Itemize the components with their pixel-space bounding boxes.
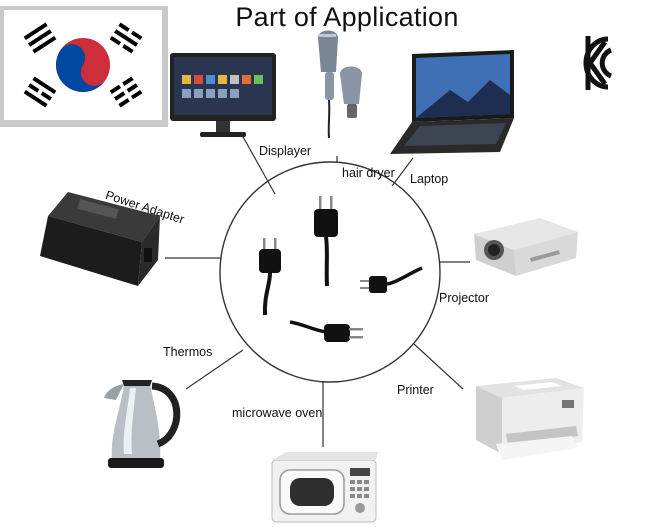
kettle-icon	[104, 380, 181, 468]
label-microwave-oven: microwave oven	[232, 406, 323, 420]
line-displayer	[241, 134, 276, 195]
printer-icon	[476, 378, 584, 460]
page-title: Part of Application	[235, 2, 459, 32]
korean-flag	[4, 10, 162, 120]
projector-icon	[474, 218, 578, 276]
power-adapter-icon	[40, 192, 160, 286]
label-thermos: Thermos	[163, 345, 213, 359]
plug-icon	[314, 196, 338, 287]
line-thermos	[185, 349, 244, 390]
plug-icon	[360, 266, 423, 293]
laptop-icon	[390, 50, 514, 154]
label-hair-dryer: hair dryer	[342, 166, 395, 180]
microwave-icon	[271, 452, 378, 523]
line-laptop	[391, 157, 414, 187]
hair-dryer-icon	[318, 30, 362, 139]
monitor-icon	[170, 53, 276, 137]
label-projector: Projector	[439, 291, 490, 305]
label-laptop: Laptop	[410, 172, 449, 186]
plug-icon	[259, 238, 281, 316]
label-displayer: Displayer	[259, 144, 312, 158]
line-printer	[413, 343, 464, 390]
label-printer: Printer	[397, 383, 434, 397]
kc-certification-icon	[583, 36, 613, 90]
center-circle	[219, 161, 441, 383]
plug-icon	[289, 320, 363, 342]
